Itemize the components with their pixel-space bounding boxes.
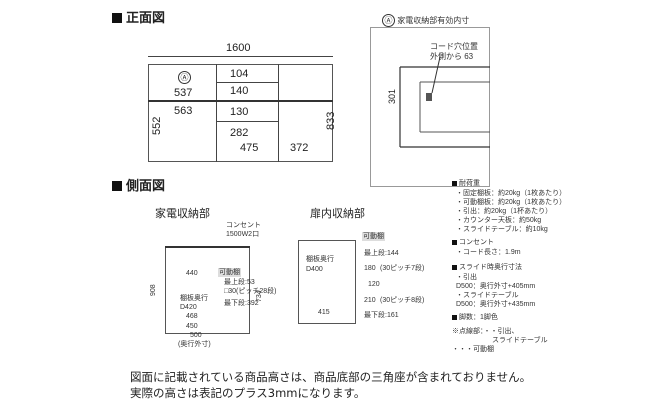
front-view-diagram: 1600 Ⓐ 537 563 552 104 140 130 282 475 3… <box>130 40 340 170</box>
slide-title: スライド時奥行寸法 <box>452 264 522 271</box>
dim-500: 500 <box>190 332 202 339</box>
door-side-cabinet <box>298 240 356 324</box>
divider-1 <box>216 64 217 162</box>
legend-line-1: ※点線部：・・引出、 <box>452 328 519 335</box>
cord-note-1: コード穴位置 <box>430 42 478 51</box>
drawer-line <box>216 82 278 83</box>
divider-2 <box>278 64 279 162</box>
dim-210: 210 <box>364 297 376 304</box>
top-step-left: 最上段:53 <box>224 279 255 286</box>
dim-450: 450 <box>186 323 198 330</box>
dim-908: 908 <box>150 284 157 296</box>
side-view-heading: 側面図 <box>112 180 165 193</box>
dim-120: 120 <box>368 281 380 288</box>
load-item: ・スライドテーブル：約10kg <box>456 226 548 233</box>
footer-line-1: 図面に記載されている商品高さは、商品底部の三角座が含まれておりません。 <box>130 370 532 384</box>
width-total-label: 1600 <box>226 42 251 54</box>
dim-130: 130 <box>230 106 249 118</box>
top-step-right: 最上段:144 <box>364 250 399 257</box>
legs-title: 脚数：1脚色 <box>452 314 498 321</box>
slide-item: ・引出 <box>456 274 477 281</box>
dim-180: 180 <box>364 265 376 272</box>
door-title: 扉内収納部 <box>310 207 365 220</box>
appliance-title: 家電収納部 <box>155 207 210 220</box>
drawer-line <box>216 121 278 122</box>
dim-833: 833 <box>325 111 337 130</box>
marker-a-front: Ⓐ <box>178 67 191 84</box>
width-dim-line <box>148 56 333 57</box>
cord-note-2: 外側から 63 <box>430 52 474 61</box>
dim-537: 537 <box>174 87 193 99</box>
pitch-left: □30(ピッチ28段) <box>224 288 277 295</box>
dim-301: 301 <box>387 88 397 104</box>
dim-104: 104 <box>230 68 249 80</box>
outlet-line-1: コンセント <box>226 222 261 229</box>
detail-a-caption: Ⓐ 家電収納部有効内寸 <box>382 14 469 27</box>
bottom-step-left: 最下段:392 <box>224 300 259 307</box>
depth-left-val: D420 <box>180 304 197 311</box>
movable-tag-left: 可動棚 <box>218 268 241 277</box>
dim-552: 552 <box>151 116 163 135</box>
outlet-title: コンセント <box>452 239 494 246</box>
square-bullet-icon <box>112 181 122 191</box>
load-item: ・可動棚板：約20kg（1枚あたり） <box>456 199 567 206</box>
detail-a-perspective <box>399 56 490 148</box>
bottom-step-right: 最下段:161 <box>364 312 399 319</box>
footer-line-2: 実際の高さは表記のプラス3mmになります。 <box>130 386 366 400</box>
dim-372: 372 <box>290 142 309 154</box>
load-item: ・カウンター天板：約50kg <box>456 217 542 224</box>
slide-item: D500：奥行外寸+435mm <box>456 301 536 308</box>
depth-right: 棚板奥行 <box>306 256 334 263</box>
dim-468: 468 <box>186 313 198 320</box>
slide-item: D500：奥行外寸+405mm <box>456 283 536 290</box>
front-view-heading: 正面図 <box>112 12 165 25</box>
cabinet-body <box>148 64 333 162</box>
slide-item: ・スライドテーブル <box>456 292 519 299</box>
depth-left: 棚板奥行 <box>180 295 208 302</box>
legend-line-2: スライドテーブル <box>492 337 548 344</box>
dim-415: 415 <box>318 309 330 316</box>
load-item: ・引出：約20kg（1杯あたり） <box>456 208 553 215</box>
detail-a-frame <box>370 27 490 187</box>
legend-line-3: ・・・可動棚 <box>452 346 494 353</box>
outer-note: (奥行外寸) <box>178 341 211 348</box>
dim-282: 282 <box>230 127 249 139</box>
dim-440: 440 <box>186 270 198 277</box>
pitch-210: (30ピッチ8段) <box>380 297 425 304</box>
dim-475: 475 <box>240 142 259 154</box>
depth-right-val: D400 <box>306 266 323 273</box>
outlet-line-2: 1500W2口 <box>226 231 260 238</box>
outlet-item: ・コード長さ：1.9m <box>456 249 521 256</box>
pitch-180: (30ピッチ7段) <box>380 265 425 272</box>
dim-734: 734 <box>256 290 263 302</box>
counter-shelf <box>148 100 333 102</box>
dim-140: 140 <box>230 85 249 97</box>
square-bullet-icon <box>112 13 122 23</box>
load-item: ・固定棚板：約20kg（1枚あたり） <box>456 190 567 197</box>
dim-563: 563 <box>174 105 193 117</box>
movable-tag-right: 可動棚 <box>362 232 385 241</box>
load-title: 耐荷重 <box>452 180 480 187</box>
appliance-top <box>165 246 250 248</box>
